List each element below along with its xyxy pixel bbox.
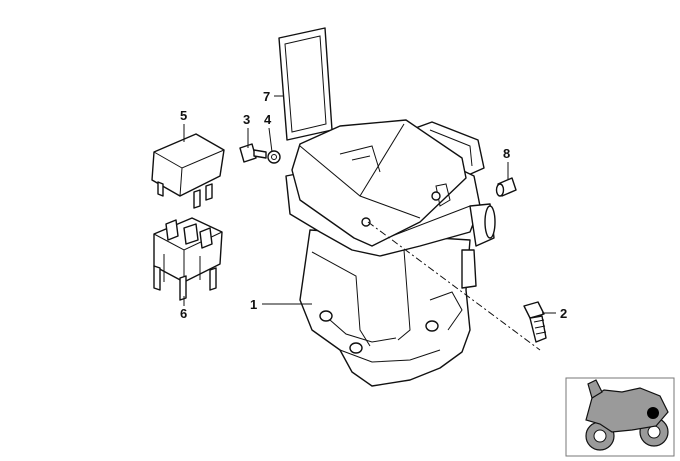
motorcycle-silhouette-icon <box>585 379 669 451</box>
callout-7: 7 <box>263 89 270 104</box>
callout-8: 8 <box>503 146 510 161</box>
location-thumbnail[interactable] <box>565 377 675 457</box>
callout-2: 2 <box>560 306 567 321</box>
screw[interactable] <box>239 143 267 163</box>
relay[interactable] <box>151 133 225 209</box>
grommet[interactable] <box>495 177 517 197</box>
callout-1: 1 <box>250 297 257 312</box>
relay-socket[interactable] <box>153 217 223 301</box>
gasket-frame[interactable] <box>278 27 333 141</box>
callout-3: 3 <box>243 112 250 127</box>
bolt[interactable] <box>523 301 547 343</box>
callout-5: 5 <box>180 108 187 123</box>
location-marker-dot <box>647 407 659 419</box>
washer[interactable] <box>267 150 281 164</box>
callout-4: 4 <box>264 112 272 127</box>
mounting-axis-line <box>367 221 541 351</box>
abs-hydraulic-unit[interactable] <box>285 119 496 387</box>
leader-line-4 <box>268 127 273 153</box>
callout-6: 6 <box>180 306 187 321</box>
